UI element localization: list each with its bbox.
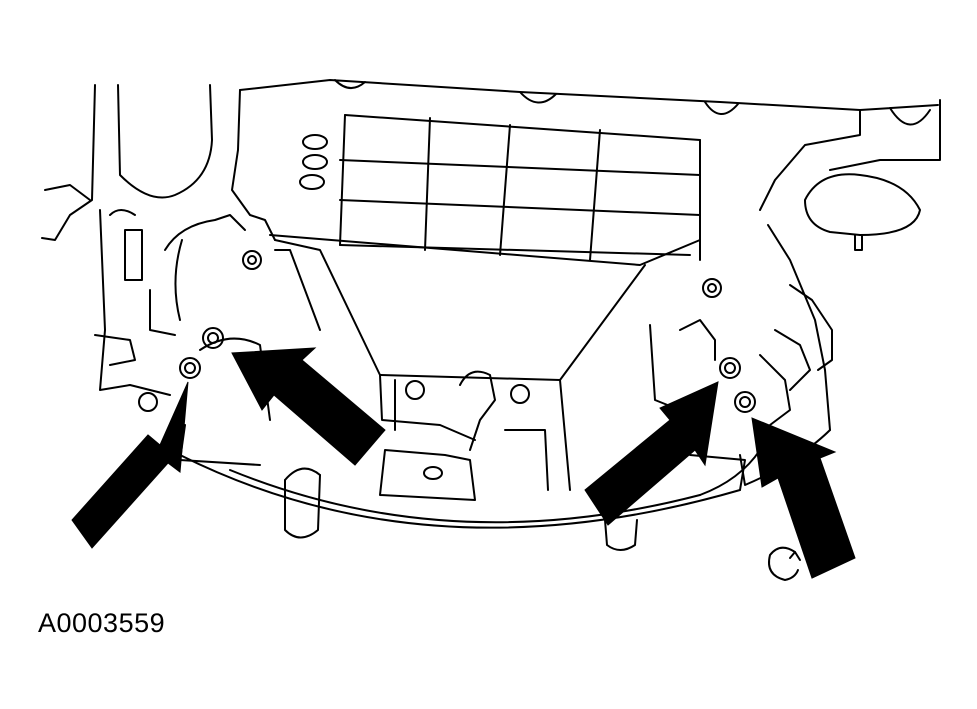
arrow-icon xyxy=(584,381,719,526)
oil-pan xyxy=(269,234,701,501)
clockwise-rotation-icon xyxy=(768,546,801,581)
figure-code: A0003559 xyxy=(38,608,166,638)
engine-block-outline xyxy=(41,84,246,412)
pan-grid xyxy=(299,114,701,261)
arrow-icon xyxy=(751,417,856,579)
transmission-case-outline xyxy=(231,79,941,431)
bell-housing-curve xyxy=(179,319,831,551)
arrow-icon xyxy=(231,347,386,466)
bolt-group xyxy=(179,250,756,413)
arrow-icon xyxy=(71,381,189,549)
